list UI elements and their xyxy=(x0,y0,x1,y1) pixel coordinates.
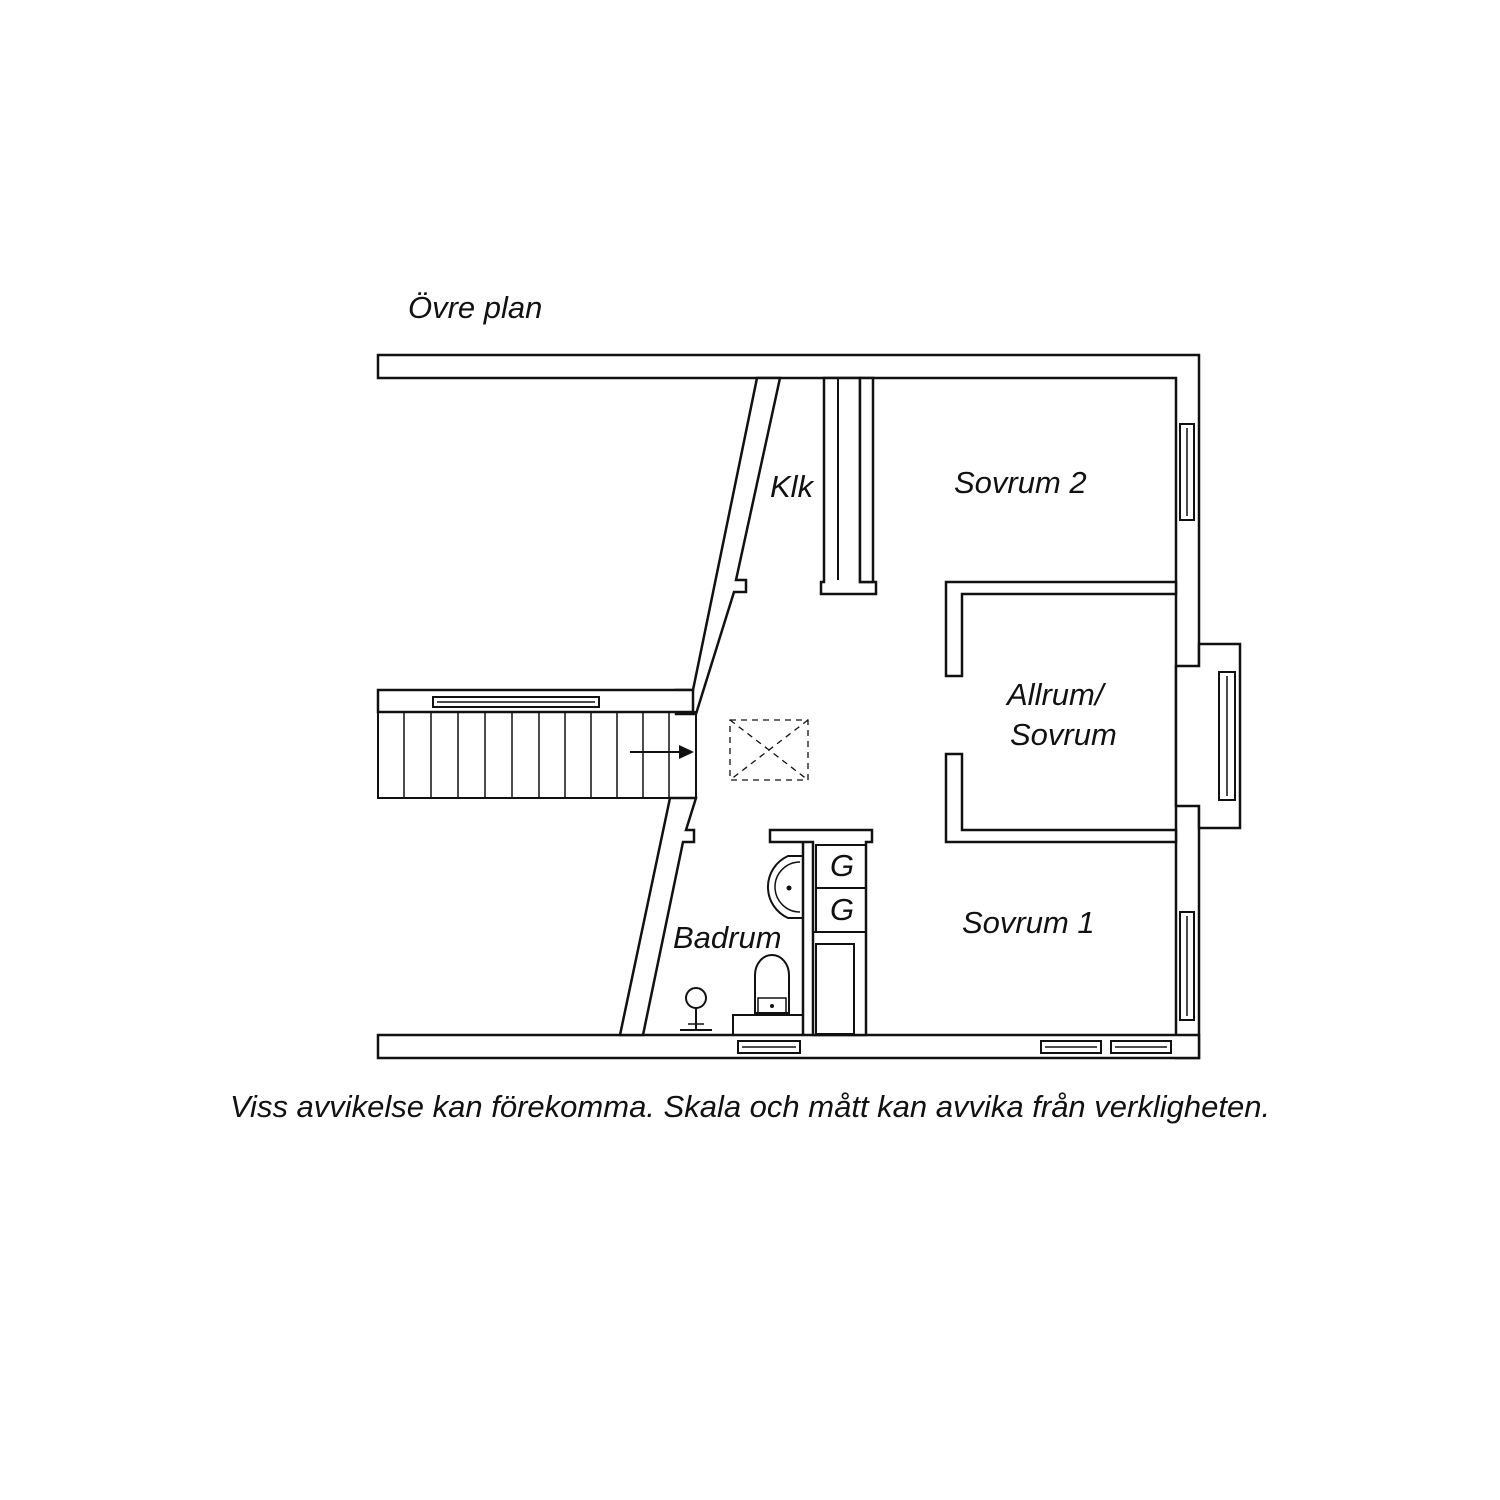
room-label-bedroom1: Sovrum 1 xyxy=(962,905,1095,940)
toilet-icon xyxy=(732,954,804,1036)
window-bedroom1-bottom-right xyxy=(1110,1040,1172,1054)
staircase xyxy=(377,711,697,799)
window-family-room xyxy=(1218,671,1236,801)
wardrobe-label-top: G xyxy=(830,848,854,883)
window-bathroom xyxy=(737,1040,801,1054)
disclaimer-text: Viss avvikelse kan förekomma. Skala och … xyxy=(230,1089,1270,1124)
arrow-head-icon xyxy=(679,745,694,759)
room-label-family-room-line1: Allrum/ xyxy=(1005,677,1107,712)
attic-hatch-icon xyxy=(729,719,809,781)
wardrobe-cabinet xyxy=(815,943,855,1035)
sink-icon xyxy=(767,855,803,919)
room-label-bathroom: Badrum xyxy=(673,920,782,955)
window-bedroom2 xyxy=(1179,423,1195,521)
wall-bedroom2-bottom xyxy=(944,580,1178,678)
window-bedroom1-bottom-left xyxy=(1040,1040,1102,1054)
wall-slanted-lower xyxy=(618,796,698,1037)
wall-closet-right xyxy=(858,376,875,584)
wall-slanted-upper xyxy=(674,376,782,716)
shower-icon xyxy=(680,987,712,1031)
room-label-bedroom2: Sovrum 2 xyxy=(954,465,1087,500)
stair-frame xyxy=(377,711,697,799)
plan-title: Övre plan xyxy=(408,290,542,325)
wardrobe-label-bottom: G xyxy=(830,892,854,927)
window-bedroom1-right xyxy=(1179,911,1195,1021)
room-label-closet: Klk xyxy=(770,469,815,504)
window-stair xyxy=(432,696,600,708)
room-label-family-room-line2: Sovrum xyxy=(1010,717,1117,752)
wall-family-room-left xyxy=(944,752,1178,844)
